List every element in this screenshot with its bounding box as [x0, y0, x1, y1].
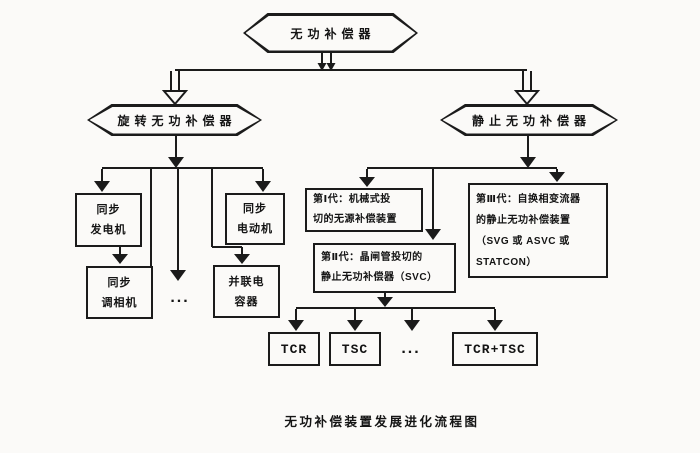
- node-tsc: TSC: [329, 332, 381, 366]
- hexagon-fill: [89, 106, 260, 134]
- node-root: 无功补偿器: [243, 13, 418, 53]
- node-tcr: TCR: [268, 332, 320, 366]
- connector-lines: [101, 53, 558, 321]
- node-sync-motor: 同步 电动机: [225, 193, 285, 245]
- node-tcr-tsc: TCR+TSC: [452, 332, 538, 366]
- ellipsis-rotating: ...: [170, 289, 190, 306]
- hexagon-fill: [245, 15, 416, 51]
- node-generation-2: 第Ⅱ代：晶闸管投切的 静止无功补偿器（SVC）: [313, 243, 456, 293]
- node-generation-1: 第Ⅰ代：机械式投 切的无源补偿装置: [305, 188, 423, 232]
- node-static-compensator-label: 静止无功补偿器: [471, 113, 591, 128]
- ellipsis-svc: ...: [401, 340, 421, 357]
- node-static-compensator: 静止无功补偿器: [440, 104, 618, 136]
- node-root-label: 无功补偿器: [290, 26, 376, 41]
- diagram-caption: 无功补偿装置发展进化流程图: [284, 415, 480, 429]
- node-sync-condenser: 同步 调相机: [86, 266, 153, 319]
- node-generation-3: 第Ⅲ代：自换相变流器 的静止无功补偿装置 （SVG 或 ASVC 或 STATC…: [468, 183, 608, 278]
- node-sync-generator: 同步 发电机: [75, 193, 142, 247]
- node-rotating-compensator: 旋转无功补偿器: [87, 104, 262, 136]
- arrowheads: [94, 63, 565, 331]
- hexagon-fill: [442, 106, 616, 134]
- node-shunt-capacitor: 并联电 容器: [213, 265, 280, 318]
- node-rotating-compensator-label: 旋转无功补偿器: [117, 113, 237, 128]
